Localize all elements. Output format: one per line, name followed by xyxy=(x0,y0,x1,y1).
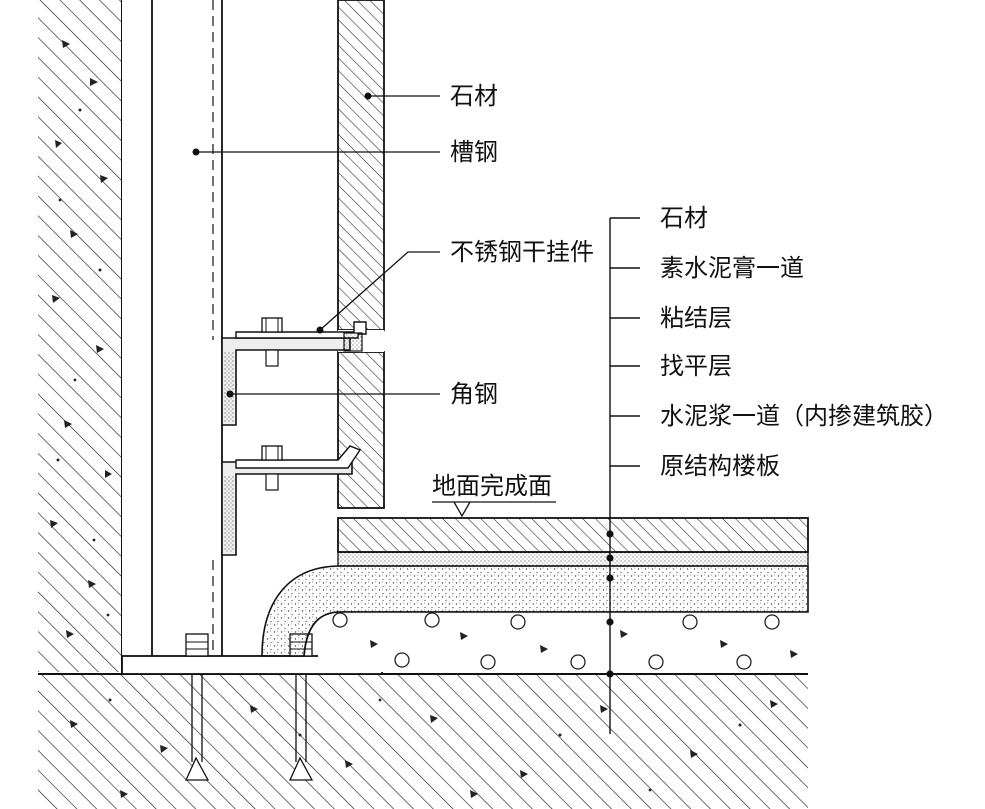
label-group-left: 石材 槽钢 不锈钢干挂件 角钢 xyxy=(450,82,594,408)
angle-steel xyxy=(221,337,353,556)
label-group-layers: 石材 素水泥膏一道 粘结层 找平层 水泥浆一道（内掺建筑胶） 原结构楼板 xyxy=(660,204,948,480)
label-angle-steel: 角钢 xyxy=(450,380,498,408)
label-layer-cement-slurry: 水泥浆一道（内掺建筑胶） xyxy=(660,402,948,430)
structural-wall xyxy=(38,0,123,672)
channel-steel xyxy=(122,0,223,656)
floor-layers xyxy=(261,517,809,672)
angle-bolt-lower xyxy=(261,445,283,491)
structural-slab xyxy=(38,673,808,809)
label-floor-finish: 地面完成面 xyxy=(432,472,552,500)
label-stainless-hanger: 不锈钢干挂件 xyxy=(450,238,594,266)
label-channel-steel: 槽钢 xyxy=(450,138,498,166)
anchor-bolt-left xyxy=(184,633,210,781)
angle-bolt-upper xyxy=(261,317,283,367)
label-layer-cement-paste: 素水泥膏一道 xyxy=(660,254,804,282)
wall-stone-panel xyxy=(337,0,385,509)
label-layer-bond: 粘结层 xyxy=(660,304,732,332)
leader-lines xyxy=(192,92,556,518)
label-layer-levelling: 找平层 xyxy=(660,352,732,380)
label-stone: 石材 xyxy=(450,82,498,110)
label-layer-stone: 石材 xyxy=(660,204,708,232)
label-layer-structural-slab: 原结构楼板 xyxy=(660,452,780,480)
stainless-hanger xyxy=(235,321,367,469)
layer-leader xyxy=(606,217,640,734)
